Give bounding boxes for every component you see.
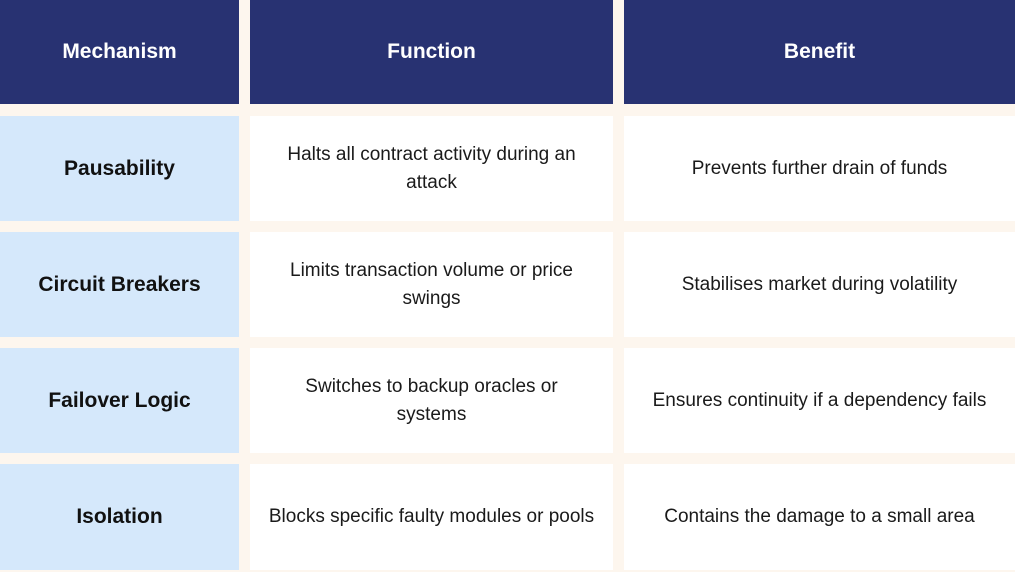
mechanism-cell-failover-logic: Failover Logic [0, 348, 239, 453]
function-cell-circuit-breakers: Limits transaction volume or price swing… [250, 232, 613, 337]
function-cell-pausability: Halts all contract activity during an at… [250, 116, 613, 221]
function-cell-failover-logic: Switches to backup oracles or systems [250, 348, 613, 453]
mechanism-cell-circuit-breakers: Circuit Breakers [0, 232, 239, 337]
header-function: Function [250, 0, 613, 104]
benefit-cell-circuit-breakers: Stabilises market during volatility [624, 232, 1015, 337]
header-benefit: Benefit [624, 0, 1015, 104]
mechanism-cell-pausability: Pausability [0, 116, 239, 221]
function-cell-isolation: Blocks specific faulty modules or pools [250, 464, 613, 570]
benefit-cell-failover-logic: Ensures continuity if a dependency fails [624, 348, 1015, 453]
benefit-cell-isolation: Contains the damage to a small area [624, 464, 1015, 570]
benefit-cell-pausability: Prevents further drain of funds [624, 116, 1015, 221]
header-mechanism: Mechanism [0, 0, 239, 104]
mechanism-cell-isolation: Isolation [0, 464, 239, 570]
